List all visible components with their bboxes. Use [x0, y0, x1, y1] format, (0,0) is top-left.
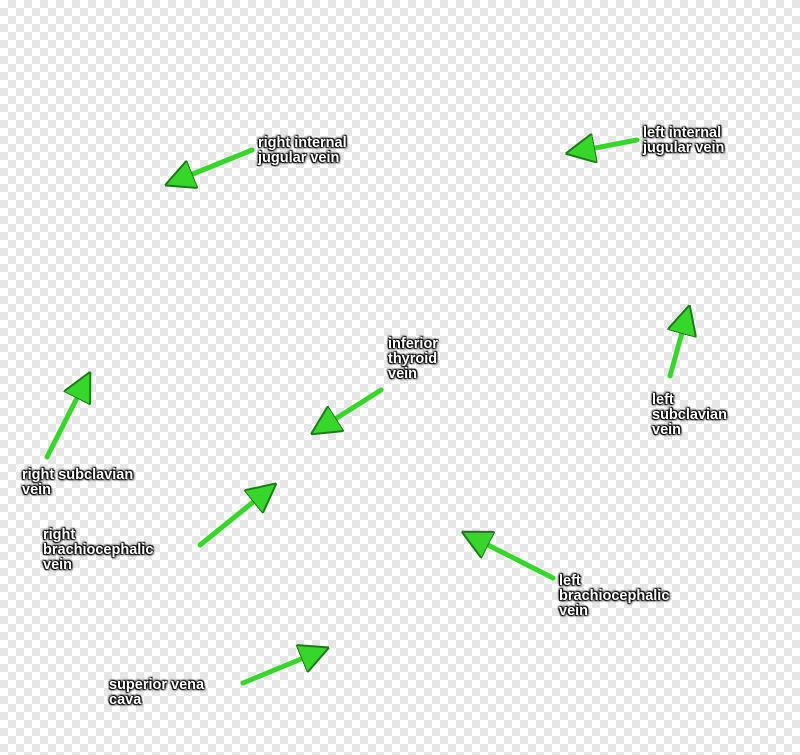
label-left-subclavian-vein: left subclavian vein	[652, 392, 727, 438]
arrow-inferior-thyroid	[332, 387, 384, 421]
label-right-subclavian-vein: right subclavian vein	[22, 467, 134, 498]
label-left-internal-jugular-vein: left internal jugular vein	[643, 125, 725, 156]
arrow-right-subclavian	[44, 394, 79, 460]
label-right-internal-jugular-vein: right internal jugular vein	[258, 135, 347, 166]
label-superior-vena-cava: superior vena cava	[109, 677, 205, 708]
label-right-brachiocephalic-vein: right brachiocephalic vein	[43, 527, 154, 573]
label-inferior-thyroid-vein: inferior thyroid vein	[388, 336, 438, 382]
arrow-right-brachiocephalic	[197, 499, 257, 548]
arrow-left-subclavian	[670, 329, 683, 379]
arrow-left-internal-jugular	[590, 140, 640, 149]
arrow-superior-vena-cava	[240, 657, 306, 686]
arrow-left-brachiocephalic	[484, 543, 556, 581]
label-left-brachiocephalic-vein: left brachiocephalic vein	[559, 573, 670, 619]
arrow-right-internal-jugular	[188, 147, 255, 176]
